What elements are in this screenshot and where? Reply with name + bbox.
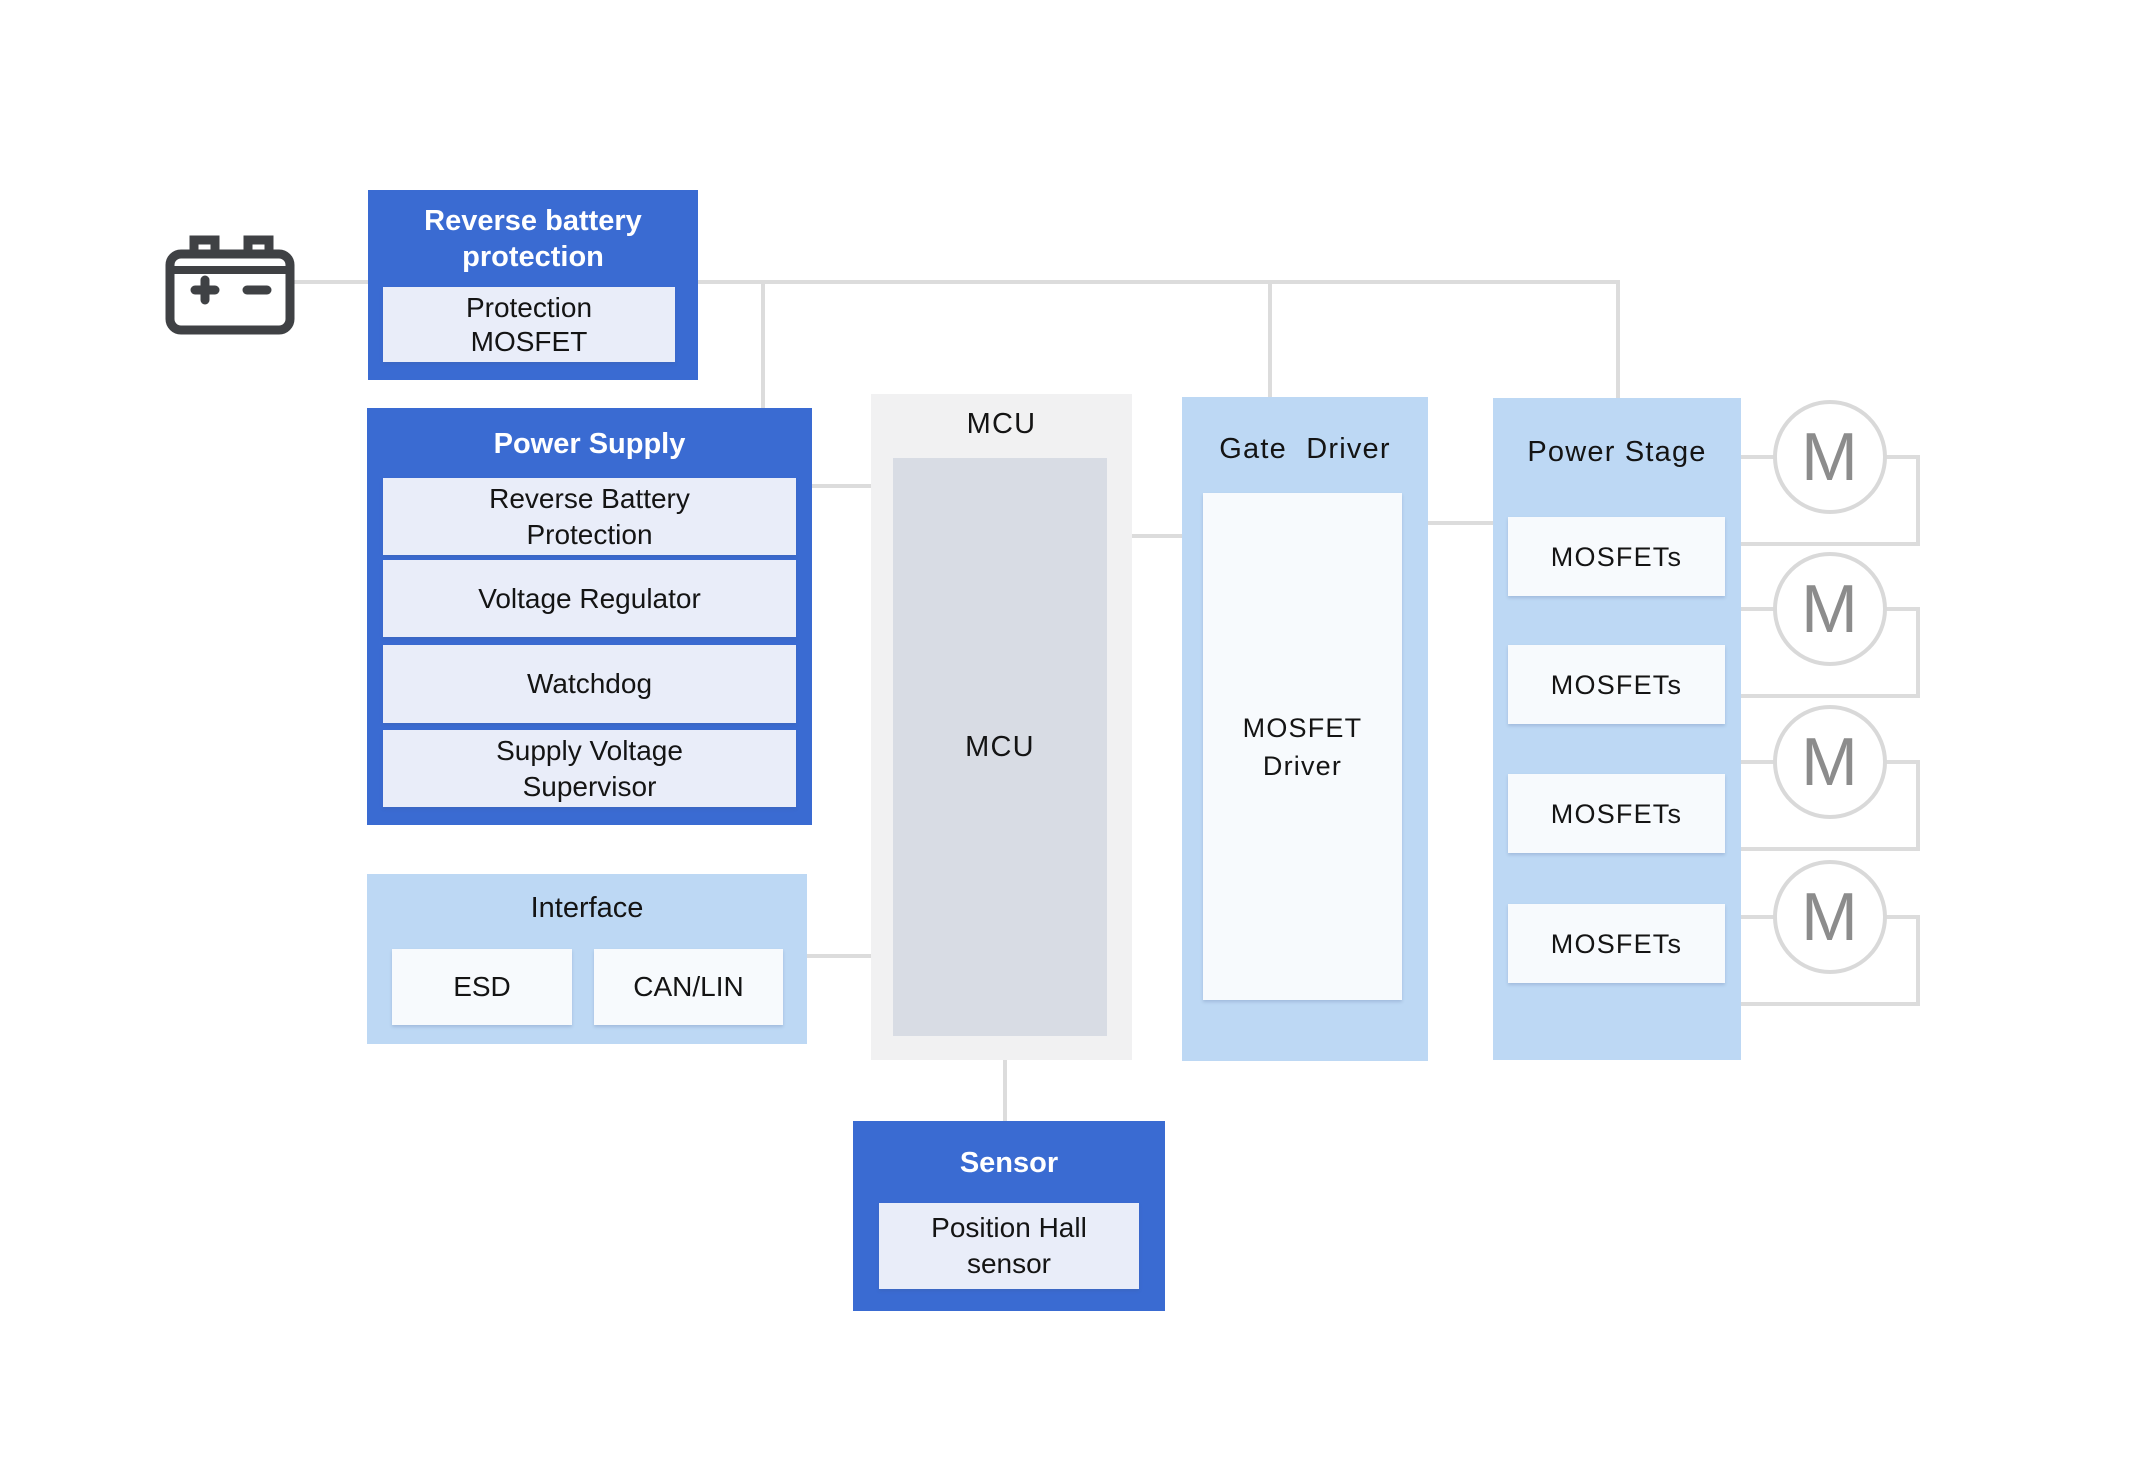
sub-block-protection-mosfet: Protection MOSFET xyxy=(383,287,675,362)
motor-label: M xyxy=(1801,571,1859,647)
block-title: Power Stage xyxy=(1527,436,1707,468)
connector-power-supply-mcu xyxy=(810,484,875,488)
motor-label: M xyxy=(1801,879,1859,955)
motor2-wire-bottom xyxy=(1739,694,1920,698)
connector-mcu-gate-driver xyxy=(1130,534,1186,538)
sub-block-mosfets-4: MOSFETs xyxy=(1508,904,1725,983)
mcu-core-label: MCU xyxy=(965,731,1035,763)
motor-2: M xyxy=(1773,552,1887,666)
sub-block-supply-voltage-supervisor: Supply Voltage Supervisor xyxy=(383,730,796,807)
block-title: Sensor xyxy=(959,1147,1059,1179)
sub-block-watchdog: Watchdog xyxy=(383,645,796,723)
block-reverse-battery-protection: Reverse battery protection Protection MO… xyxy=(368,190,698,380)
sub-block-mosfets-1: MOSFETs xyxy=(1508,517,1725,596)
block-title: MCU xyxy=(966,408,1037,440)
motor2-wire-right xyxy=(1916,607,1920,698)
sub-block-mosfets-2: MOSFETs xyxy=(1508,645,1725,724)
connector-interface-mcu xyxy=(805,954,875,958)
block-power-stage: Power Stage MOSFETs MOSFETs MOSFETs MOSF… xyxy=(1493,398,1741,1060)
block-interface: Interface ESD CAN/LIN xyxy=(367,874,807,1044)
motor-3: M xyxy=(1773,705,1887,819)
connector-drop-gate-driver xyxy=(1268,280,1272,401)
block-gate-driver: Gate Driver MOSFET Driver xyxy=(1182,397,1428,1061)
motor1-wire-bottom xyxy=(1739,542,1920,546)
sub-block-reverse-battery-protection: Reverse Battery Protection xyxy=(383,478,796,555)
block-title: Power Supply xyxy=(493,428,686,460)
block-title: Interface xyxy=(530,892,644,924)
motor-label: M xyxy=(1801,724,1859,800)
block-power-supply: Power Supply Reverse Battery Protection … xyxy=(367,408,812,825)
motor1-wire-right xyxy=(1916,455,1920,546)
motor-label: M xyxy=(1801,419,1859,495)
connector-drop-power-supply xyxy=(761,280,765,412)
motor3-wire-bottom xyxy=(1739,847,1920,851)
motor4-wire-bottom xyxy=(1739,1002,1920,1006)
motor-1: M xyxy=(1773,400,1887,514)
sub-block-mcu-core: MCU xyxy=(893,458,1107,1036)
sub-block-mosfets-3: MOSFETs xyxy=(1508,774,1725,853)
connector-drop-power-stage xyxy=(1616,280,1620,402)
sub-block-position-hall-sensor: Position Hall sensor xyxy=(879,1203,1139,1289)
connector-mcu-sensor xyxy=(1003,1034,1007,1124)
sub-block-can-lin: CAN/LIN xyxy=(594,949,783,1025)
sub-block-esd: ESD xyxy=(392,949,572,1025)
block-title: Gate Driver xyxy=(1219,433,1391,465)
block-sensor: Sensor Position Hall sensor xyxy=(853,1121,1165,1311)
block-title: Reverse battery protection xyxy=(424,205,642,273)
motor-4: M xyxy=(1773,860,1887,974)
motor4-wire-right xyxy=(1916,915,1920,1006)
car-battery-icon xyxy=(165,235,295,335)
sub-block-mosfet-driver: MOSFET Driver xyxy=(1203,493,1402,1000)
block-mcu: MCU MCU xyxy=(871,394,1132,1060)
motor3-wire-right xyxy=(1916,760,1920,851)
connector-top-bus xyxy=(293,280,1620,284)
connector-gate-driver-power-stage xyxy=(1426,521,1496,525)
sub-block-voltage-regulator: Voltage Regulator xyxy=(383,560,796,637)
